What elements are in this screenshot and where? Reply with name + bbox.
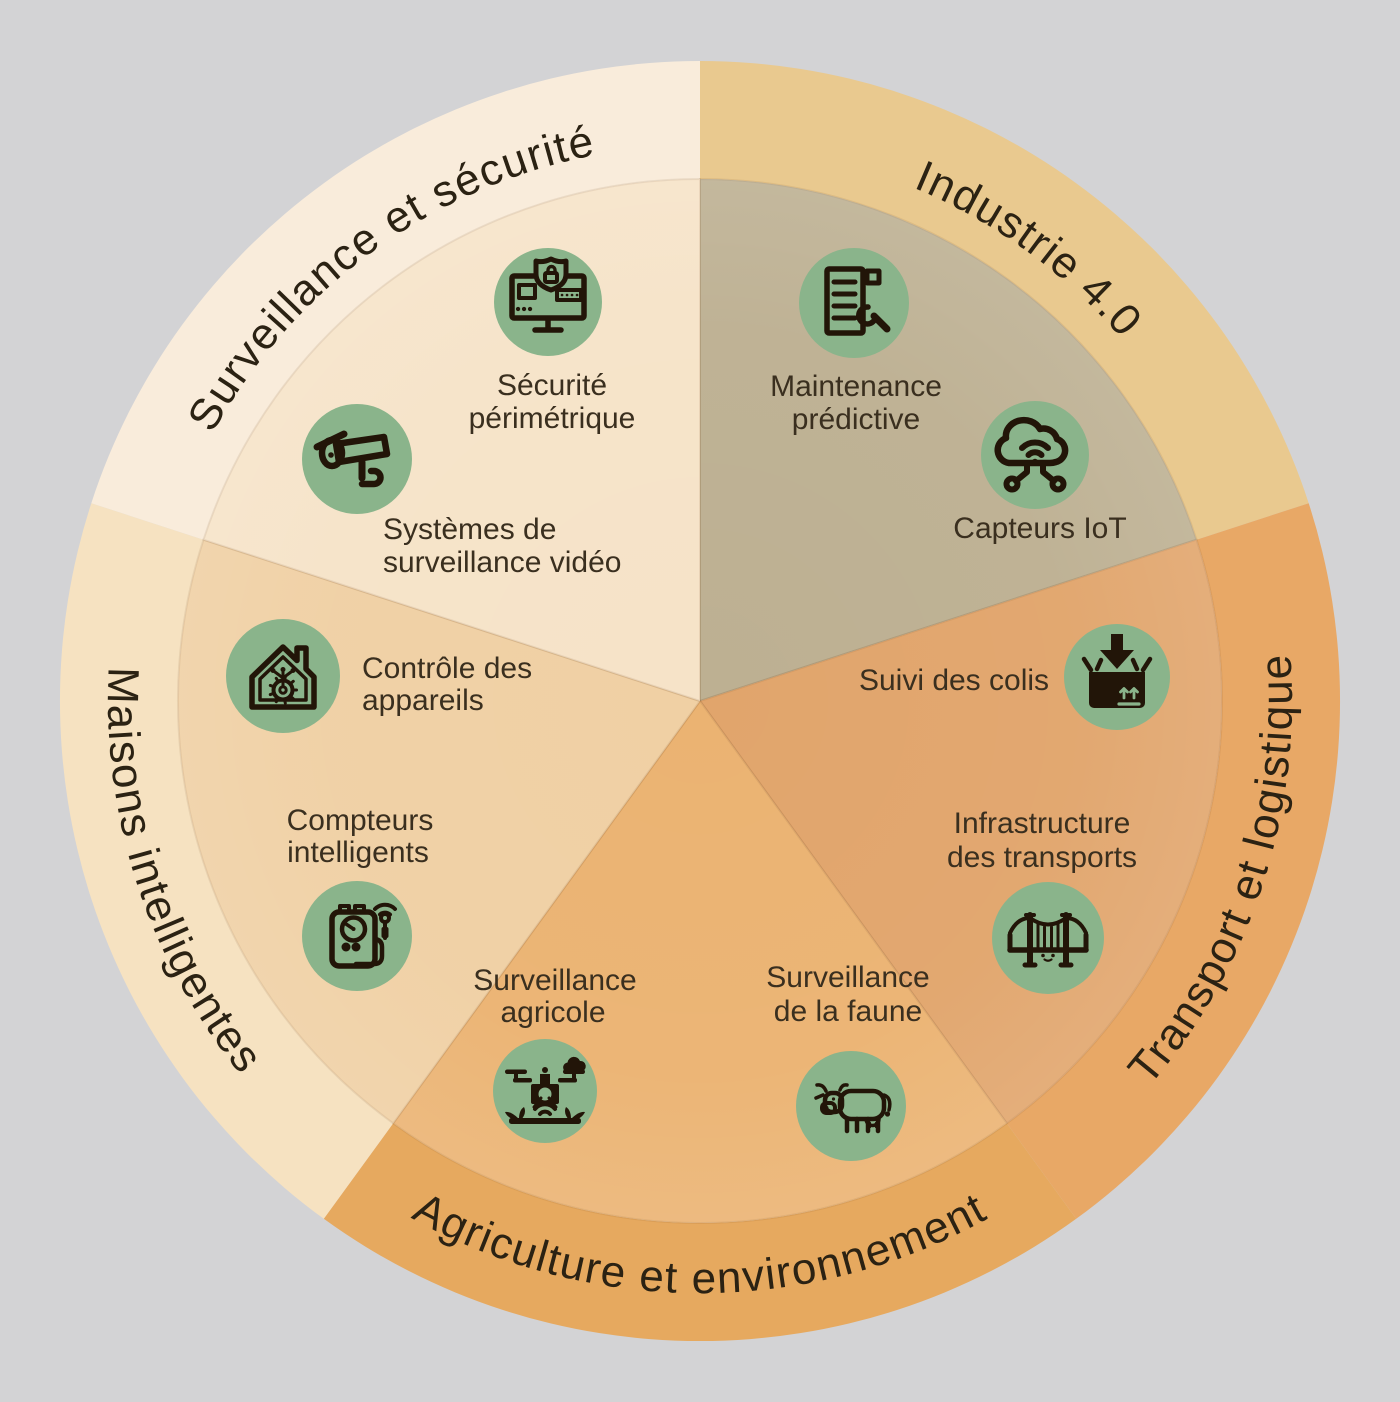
item-label: Contrôle des <box>362 652 532 685</box>
ring-industrie <box>700 61 1309 540</box>
agri-drone-icon <box>493 1039 597 1143</box>
ring-surveillance <box>91 60 701 540</box>
item-label: des transports <box>947 841 1137 874</box>
cloud-network-icon <box>981 401 1089 509</box>
inner-shade-overlay <box>178 179 1222 1223</box>
cctv-camera-icon <box>302 404 412 514</box>
item-label: Compteurs <box>287 804 434 837</box>
item-label: Capteurs IoT <box>953 512 1126 545</box>
ring-agriculture <box>323 1123 1077 1342</box>
item-label: périmétrique <box>469 402 636 435</box>
smart-home-icon <box>226 619 340 733</box>
item-label: de la faune <box>774 995 922 1028</box>
item-label: surveillance vidéo <box>383 546 621 579</box>
item-label: intelligents <box>287 836 429 869</box>
item-label: Suivi des colis <box>859 664 1049 697</box>
icon-badge <box>799 248 909 358</box>
cow-icon <box>796 1051 906 1161</box>
item-label: prédictive <box>792 403 920 436</box>
bridge-icon <box>992 882 1104 994</box>
item-label: Surveillance <box>473 964 636 997</box>
icon-badge <box>796 1051 906 1161</box>
server-wrench-icon <box>799 248 909 358</box>
item-label: Surveillance <box>766 961 929 994</box>
item-label: Sécurité <box>497 369 607 402</box>
outer-rings <box>59 60 1341 1342</box>
ring-transport <box>1006 503 1341 1219</box>
ring-maisons <box>59 503 394 1219</box>
item-labels: Sécurité périmétrique Systèmes de survei… <box>287 369 1137 1029</box>
parcel-arrow-icon <box>1064 624 1170 730</box>
item-label: Systèmes de <box>383 513 556 546</box>
smart-meter-icon <box>302 881 412 991</box>
monitor-lock-icon <box>494 248 602 356</box>
item-label: Maintenance <box>770 370 942 403</box>
item-label: agricole <box>500 996 605 1029</box>
icon-badge <box>992 882 1104 994</box>
item-label: appareils <box>362 684 484 717</box>
icon-badge <box>302 881 412 991</box>
item-label: Infrastructure <box>954 807 1131 840</box>
